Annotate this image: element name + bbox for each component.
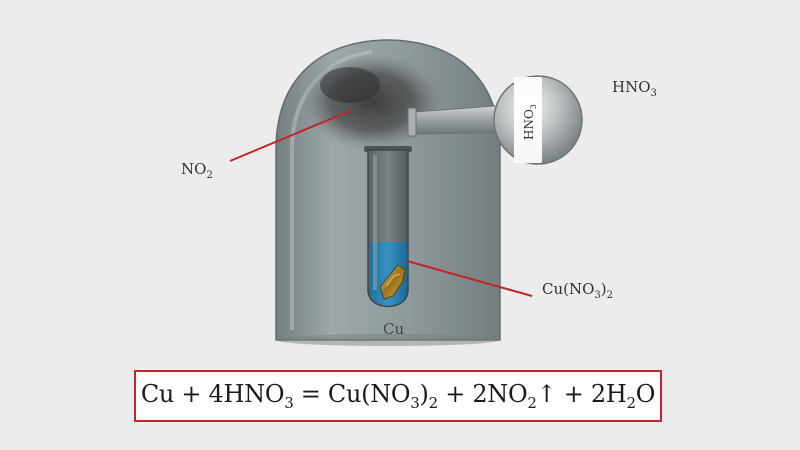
leader-line-cuno32: [406, 260, 533, 297]
label-cu: Cu: [383, 320, 405, 338]
copper-piece: [379, 264, 406, 300]
label-hno3: HNO3: [612, 78, 657, 99]
equation-box: Cu + 4HNO3 = Cu(NO3)2 + 2NO2↑ + 2H2O: [134, 370, 662, 422]
no2-gas-cloud: [302, 54, 442, 150]
hno3-flask: HNO3: [407, 75, 583, 165]
label-cuno32: Cu(NO3)2: [542, 280, 614, 301]
label-no2: NO2: [181, 160, 213, 181]
flask-label: HNO3: [522, 104, 538, 140]
reaction-equation: Cu + 4HNO3 = Cu(NO3)2 + 2NO2↑ + 2H2O: [140, 380, 656, 412]
leader-line-no2: [229, 109, 353, 162]
